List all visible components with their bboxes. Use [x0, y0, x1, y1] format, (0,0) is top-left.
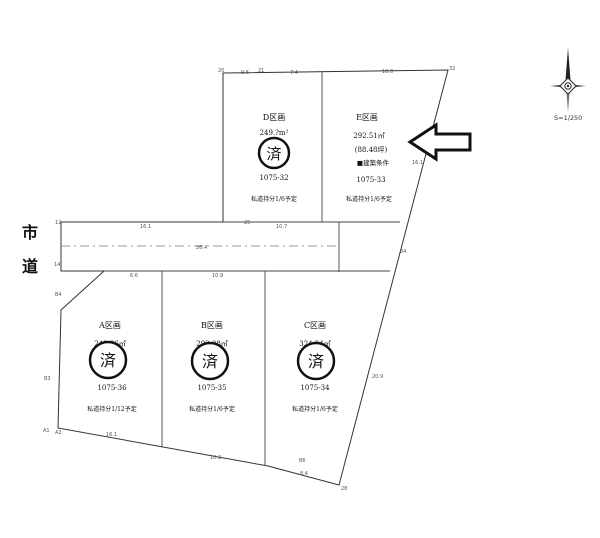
dim-top-1: 9.6	[241, 70, 249, 76]
dim-bottom-3: 8.4	[300, 471, 308, 477]
lot-e-number: 1075-33	[356, 176, 385, 184]
sold-stamp-b	[190, 341, 230, 381]
dim-right-1: 16.1	[412, 160, 423, 166]
dim-top-2: 7.4	[290, 70, 298, 76]
point-32: 32	[449, 66, 455, 72]
lot-c-number: 1075-34	[300, 384, 330, 392]
lot-a-note: 私道持分1/12予定	[87, 405, 136, 413]
dim-lot-top-1: 6.6	[130, 273, 138, 279]
lot-d-note: 私道持分1/6予定	[251, 195, 297, 203]
point-28: 28	[341, 486, 347, 492]
sold-stamp-a	[88, 340, 128, 380]
lot-e[interactable]: E区画 292.51㎡ (88.48坪) ■建築条件 1075-33 私道持分1…	[346, 113, 392, 203]
dim-top-3: 10.0	[382, 69, 393, 75]
dim-right-2: 20.9	[372, 374, 383, 380]
lot-d[interactable]: D区画 249.?m² 1075-32 私道持分1/6予定 済	[251, 113, 297, 203]
road-label-top: 市	[22, 223, 38, 242]
point-12: 12	[55, 220, 61, 226]
site-boundary	[57, 69, 449, 486]
point-20: 20	[218, 68, 224, 74]
point-14: 14	[54, 262, 60, 268]
lot-a[interactable]: A区画 249.96㎡ 1075-36 私道持分1/12予定 済	[87, 321, 136, 413]
sold-mark-c: 済	[308, 352, 324, 371]
point-a1: A1	[43, 428, 50, 434]
dim-bottom-1: 16.1	[106, 432, 117, 438]
lot-c[interactable]: C区画 324.24㎡ 1075-34 私道持分1/6予定 済	[292, 321, 338, 413]
compass-icon	[550, 48, 586, 112]
lot-e-condition: ■建築条件	[357, 158, 390, 167]
lot-a-name: A区画	[98, 321, 121, 330]
point-a2: A2	[55, 430, 62, 436]
lot-d-area: 249.?m²	[260, 129, 289, 137]
point-25: 25	[244, 220, 250, 226]
lot-b-number: 1075-35	[197, 384, 226, 392]
point-b3: B3	[44, 376, 51, 382]
sold-mark-b: 済	[202, 352, 218, 371]
point-34: 34	[400, 249, 406, 255]
point-b6: B6	[299, 458, 306, 464]
lot-c-note: 私道持分1/6予定	[292, 405, 338, 413]
lot-d-name: D区画	[263, 113, 285, 122]
dim-road-2: 10.7	[276, 224, 287, 230]
lot-b-name: B区画	[201, 321, 223, 330]
arrow-left-icon	[407, 122, 472, 162]
sold-mark-a: 済	[100, 351, 116, 370]
point-b4: B4	[55, 292, 62, 298]
lot-a-number: 1075-36	[97, 384, 127, 392]
lot-d-number: 1075-32	[259, 174, 288, 182]
dim-mid: 26.4	[196, 245, 207, 251]
scale-label: S=1/250	[554, 114, 582, 122]
point-21: 21	[258, 68, 264, 74]
sold-stamp-c	[296, 341, 336, 381]
dim-road-1: 16.1	[140, 224, 151, 230]
lot-b-note: 私道持分1/6予定	[189, 405, 235, 413]
lot-c-name: C区画	[304, 321, 326, 330]
lot-e-area: 292.51㎡	[353, 132, 385, 140]
lot-e-tsubo: (88.48坪)	[355, 146, 388, 154]
dim-lot-top-2: 10.9	[212, 273, 223, 279]
sold-mark-d: 済	[266, 145, 281, 163]
lot-e-note: 私道持分1/6予定	[346, 195, 392, 203]
sold-stamp-d	[257, 136, 291, 170]
road-label-bottom: 道	[22, 257, 38, 276]
lot-e-name: E区画	[356, 113, 378, 122]
dim-bottom-2: 10.2	[210, 455, 221, 461]
lot-b[interactable]: B区画 292.08㎡ 1075-35 私道持分1/6予定 済	[189, 321, 235, 413]
